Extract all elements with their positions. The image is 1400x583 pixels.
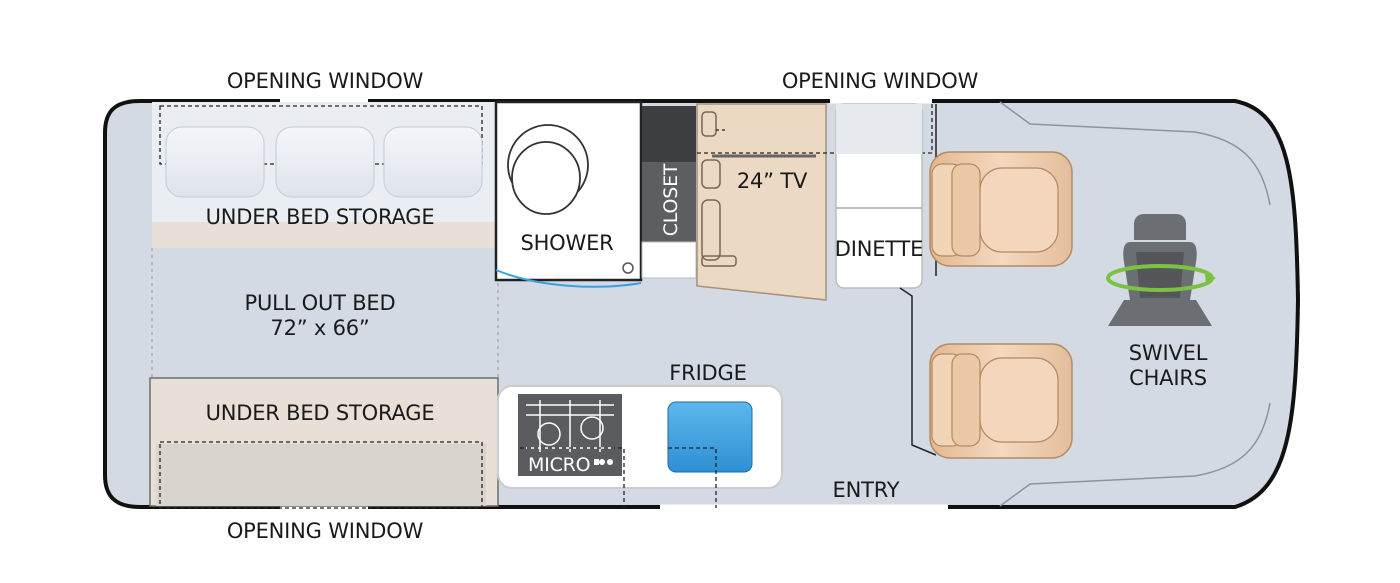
under-bed-storage-top-label: UNDER BED STORAGE — [206, 205, 435, 229]
closet-label: CLOSET — [660, 163, 682, 236]
bottom-bed — [149, 377, 499, 509]
cab-chair-top — [929, 151, 1073, 267]
pull-out-bed-size: 72” x 66” — [270, 316, 369, 340]
fridge-label: FRIDGE — [669, 361, 746, 385]
cab-chair-bottom — [929, 343, 1073, 459]
tv-cabinet — [696, 103, 827, 301]
swivel-chairs-label-2: CHAIRS — [1129, 366, 1207, 390]
fridge — [667, 401, 753, 473]
dinette — [835, 103, 923, 289]
swivel-chair-icon — [1106, 214, 1216, 326]
window-label-top-right: OPENING WINDOW — [782, 69, 979, 93]
shower-label: SHOWER — [520, 231, 613, 255]
window-label-bottom-left: OPENING WINDOW — [227, 519, 424, 543]
wet-bath — [494, 100, 643, 288]
dinette-label: DINETTE — [835, 237, 924, 261]
shower-drain-icon — [622, 262, 634, 274]
cab-line-top — [999, 101, 1271, 206]
top-bed — [152, 102, 495, 248]
micro-label: MICRO — [528, 454, 590, 476]
swivel-chairs-label: SWIVEL — [1129, 341, 1208, 365]
closet — [641, 106, 697, 279]
tv-label: 24” TV — [737, 169, 808, 193]
entry-label: ENTRY — [833, 478, 900, 502]
under-bed-storage-bottom-label: UNDER BED STORAGE — [206, 401, 435, 425]
pull-out-bed-label: PULL OUT BED — [245, 291, 396, 315]
cab-line-bottom — [999, 402, 1271, 507]
galley-counter — [497, 385, 783, 508]
window-label-top-left: OPENING WINDOW — [227, 69, 424, 93]
